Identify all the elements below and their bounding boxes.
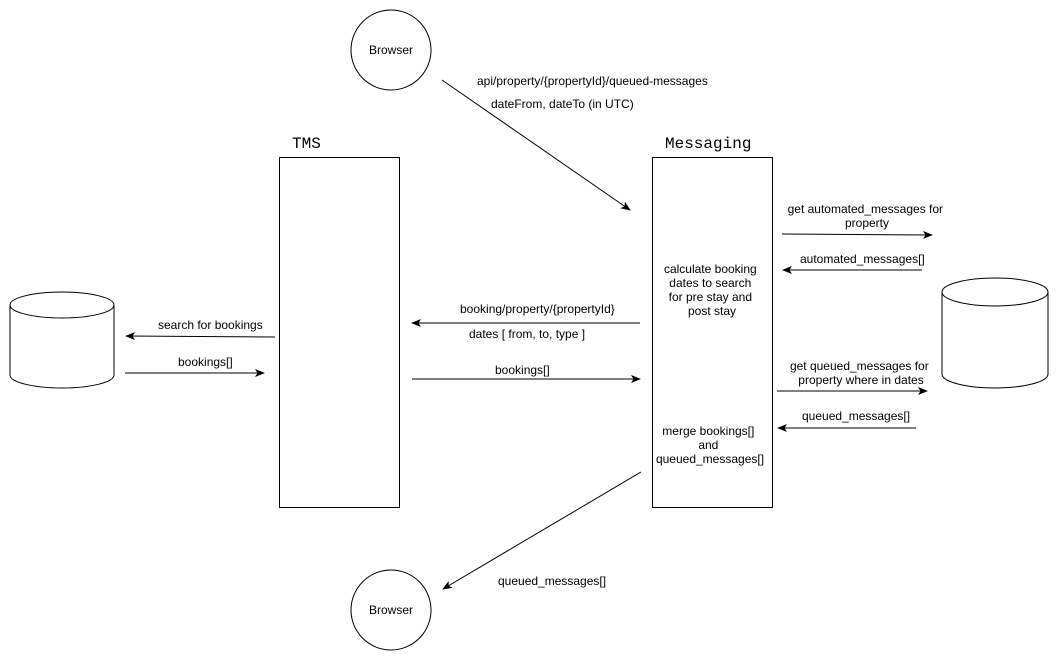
bookings-from-db-label: bookings[]: [178, 355, 233, 369]
tms-title: TMS: [292, 135, 321, 153]
messaging-box: [652, 157, 773, 508]
bookings-response-label: bookings[]: [495, 363, 550, 377]
booking-request-label: booking/property/{propertyId}: [460, 302, 615, 316]
calculate-dates-text: calculate booking dates to search for pr…: [664, 262, 760, 318]
get-automated-arrow: [781, 230, 933, 239]
browser-top-node: Browser: [350, 9, 432, 91]
browser-bottom-node: Browser: [350, 569, 432, 651]
merge-text: merge bookings[] and queued_messages[]: [656, 424, 764, 466]
tms-service: TMS: [279, 135, 400, 508]
get-automated-label: get automated_messages for property: [788, 202, 947, 230]
api-params-label: dateFrom, dateTo (in UTC): [491, 97, 634, 111]
browser-top-label: Browser: [369, 43, 413, 57]
booking-params-label: dates [ from, to, type ]: [469, 327, 585, 341]
tms-database-icon: [9, 291, 115, 389]
tms-box: [279, 157, 400, 508]
messaging-title: Messaging: [665, 135, 751, 153]
response-arrow: [442, 471, 642, 590]
api-request-arrow: [441, 79, 631, 211]
search-bookings-label: search for bookings: [158, 318, 263, 332]
automated-result-label: automated_messages[]: [800, 252, 925, 266]
api-call-label: api/property/{propertyId}/queued-message…: [477, 74, 708, 88]
search-bookings-arrow: [125, 332, 276, 341]
messaging-database-icon: [941, 277, 1049, 389]
messaging-service: Messaging calculate booking dates to sea…: [652, 135, 773, 508]
response-label: queued_messages[]: [498, 574, 606, 588]
browser-bottom-label: Browser: [369, 603, 413, 617]
get-queued-label: get queued_messages for property where i…: [790, 359, 932, 387]
queued-result-label: queued_messages[]: [802, 409, 910, 423]
